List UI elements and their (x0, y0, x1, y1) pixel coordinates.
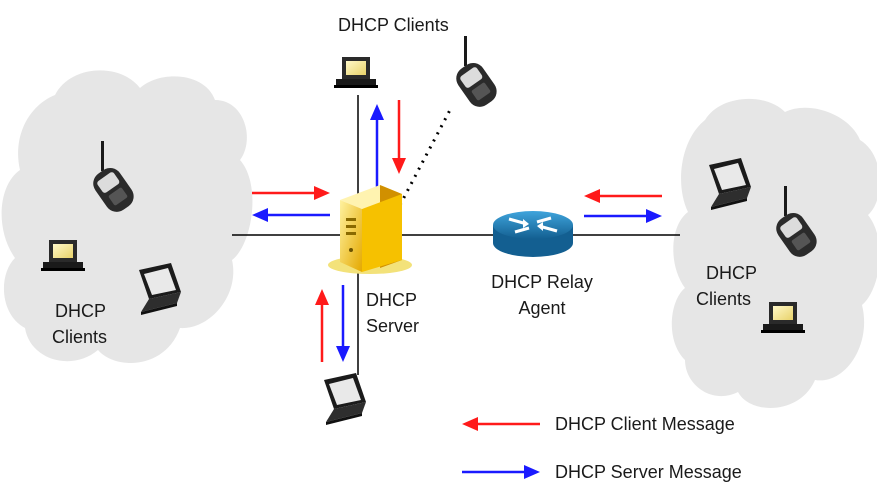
mobile-phone-icon (451, 36, 502, 112)
client-message-arrow (584, 189, 662, 203)
relay-label-line2: Agent (518, 298, 566, 318)
right-clients-label-line2: Clients (696, 289, 752, 309)
server-label-line2: Server (366, 316, 420, 336)
desktop-pc-icon (334, 57, 378, 88)
legend-client-label: DHCP Client Message (555, 414, 735, 434)
relay-label-line1: DHCP Relay (491, 272, 593, 292)
cloud-icon (1, 70, 253, 363)
server-label-line1: DHCP (366, 290, 418, 310)
laptop-icon (324, 373, 366, 425)
server-message-arrow (252, 208, 330, 222)
legend-client-arrow (462, 417, 540, 431)
server-message-arrow (370, 104, 384, 190)
top-clients-label: DHCP Clients (338, 15, 449, 35)
client-message-arrow (392, 100, 406, 174)
left-clients-label-line2: Clients (52, 327, 108, 347)
server-message-arrow (584, 209, 662, 223)
server-icon (328, 185, 412, 274)
network-links (232, 95, 680, 375)
legend-server-label: DHCP Server Message (555, 462, 742, 482)
right-clients-label-line1: DHCP (706, 263, 758, 283)
legend-server-arrow (462, 465, 540, 479)
cloud-icon (671, 98, 877, 408)
server-message-arrow (336, 285, 350, 362)
left-clients-label-line1: DHCP (55, 301, 107, 321)
client-message-arrow (315, 289, 329, 362)
router-icon (493, 211, 573, 257)
client-message-arrow (252, 186, 330, 200)
